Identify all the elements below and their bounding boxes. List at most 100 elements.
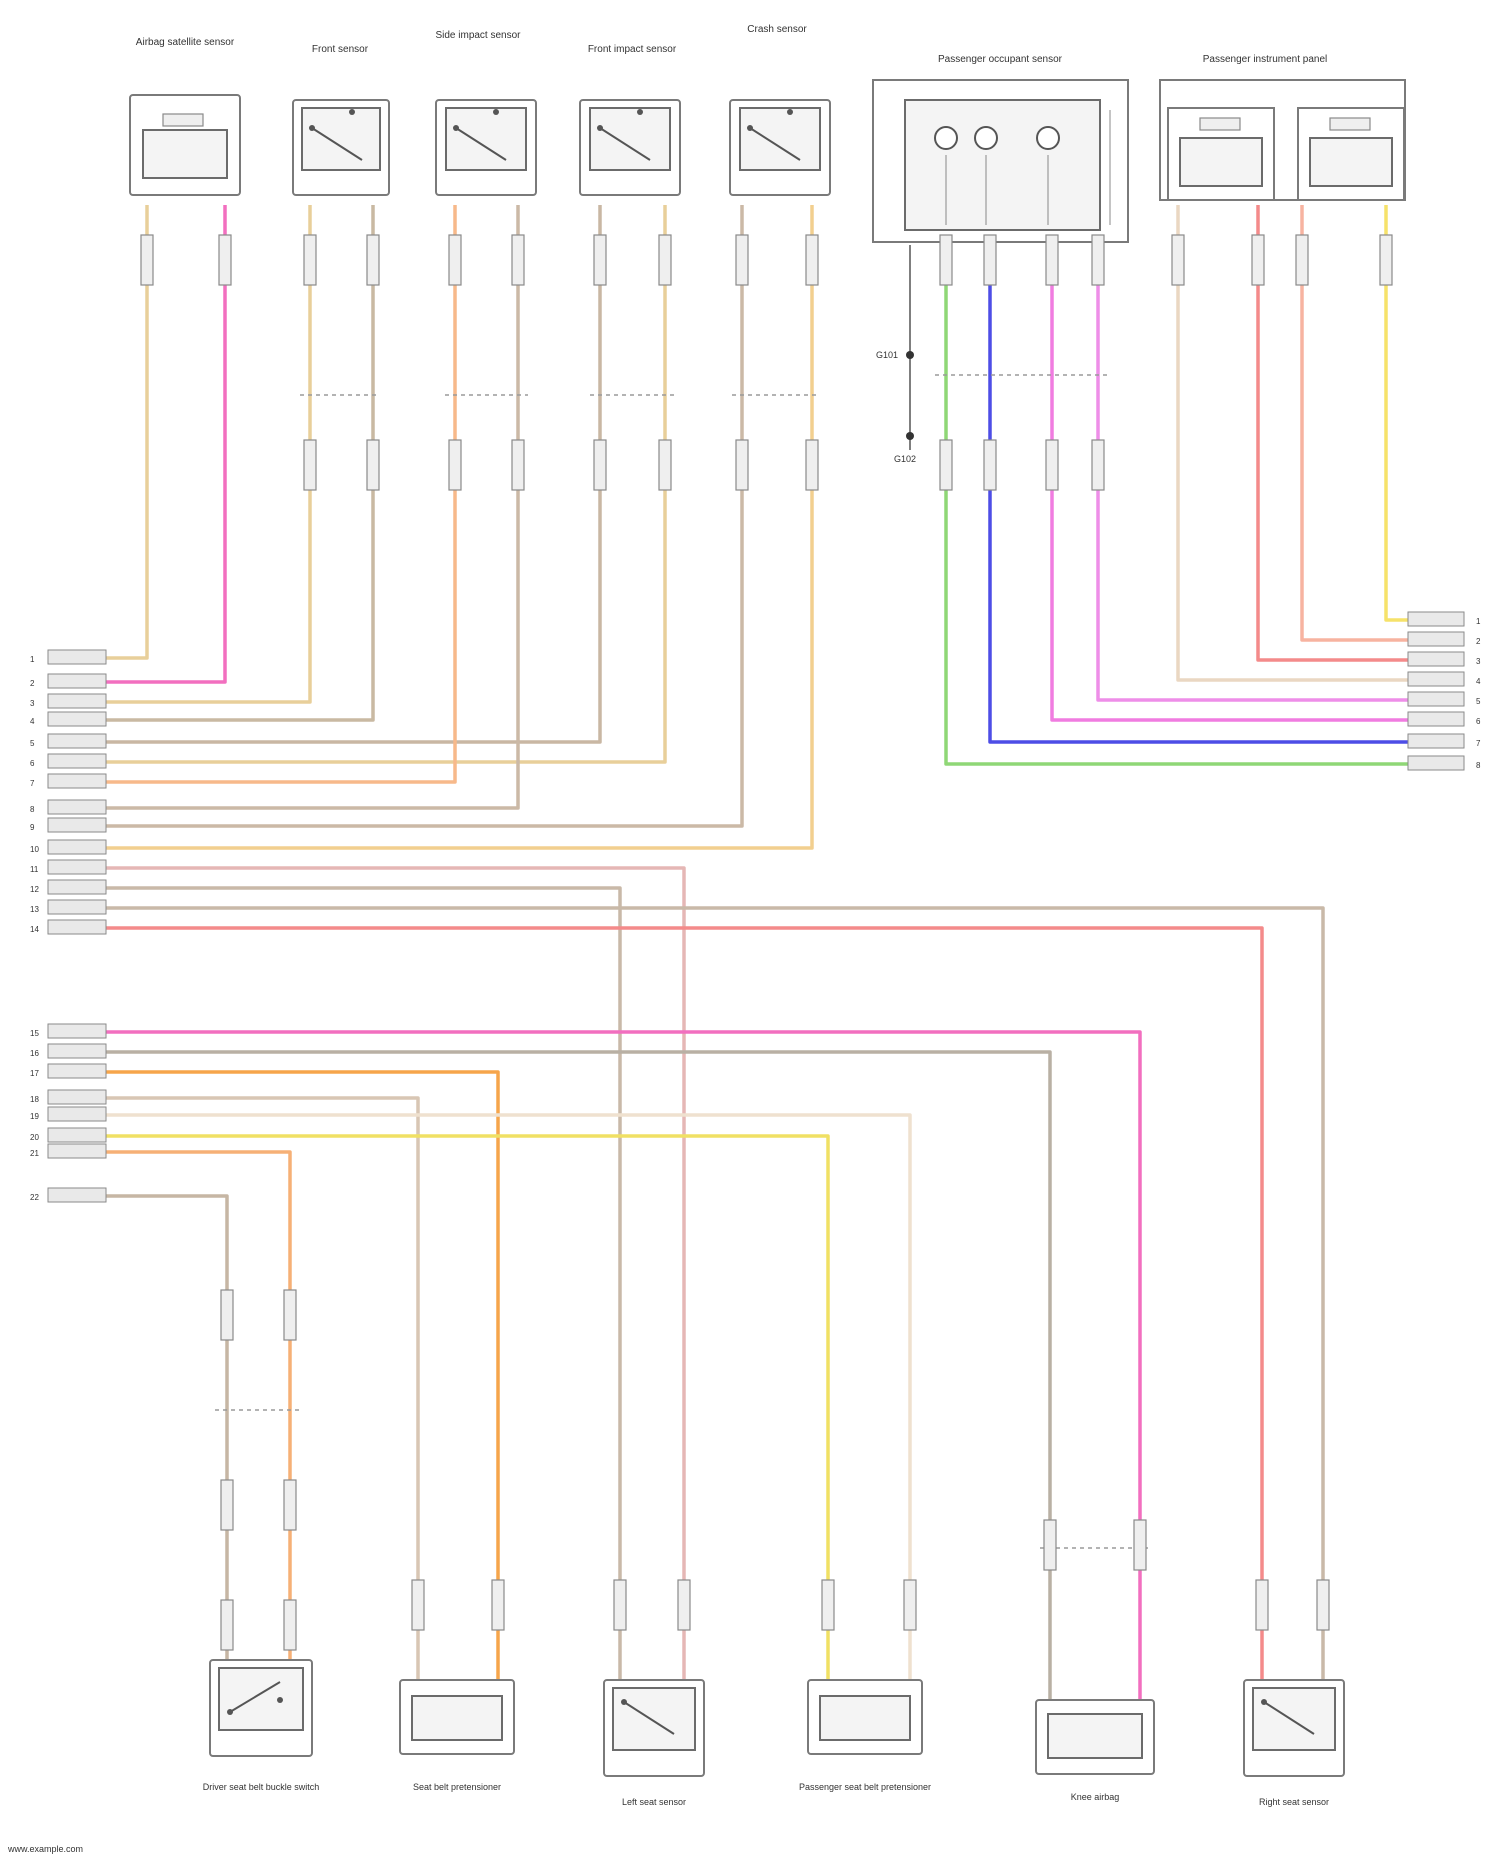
wire-right-7 bbox=[990, 245, 1430, 742]
connector-pin bbox=[48, 840, 106, 854]
wire-tag bbox=[736, 440, 748, 490]
wire-tag bbox=[1134, 1520, 1146, 1570]
connector-pin bbox=[1408, 692, 1464, 706]
pin-number: 2 bbox=[1476, 637, 1481, 646]
connector-pin bbox=[48, 712, 106, 726]
pin-number: 6 bbox=[30, 759, 35, 768]
wire-pin-11 bbox=[92, 868, 684, 1700]
passenger-dash-module: Passenger instrument panel bbox=[1160, 54, 1405, 200]
connector-pin bbox=[48, 1128, 106, 1142]
wire-pin-10 bbox=[92, 205, 812, 848]
bottom-component-label: Driver seat belt buckle switch bbox=[203, 1782, 320, 1792]
wire-tag bbox=[1046, 440, 1058, 490]
connector-pin bbox=[48, 1144, 106, 1158]
pin-number: 4 bbox=[1476, 677, 1481, 686]
pin-number: 22 bbox=[30, 1193, 39, 1202]
connector-pin bbox=[1408, 632, 1464, 646]
connector-pin bbox=[48, 774, 106, 788]
connector-pin bbox=[48, 694, 106, 708]
wire-tag bbox=[806, 235, 818, 285]
bottom-component-label: Seat belt pretensioner bbox=[413, 1782, 501, 1792]
wire-tag bbox=[940, 440, 952, 490]
wire-tag bbox=[1092, 440, 1104, 490]
wire-tag bbox=[806, 440, 818, 490]
pin-number: 10 bbox=[30, 845, 39, 854]
wire-tag bbox=[904, 1580, 916, 1630]
wire-tag bbox=[1046, 235, 1058, 285]
wire-tag bbox=[984, 440, 996, 490]
wire-tag bbox=[1380, 235, 1392, 285]
wire-pin-22 bbox=[92, 1196, 227, 1660]
wire-tag bbox=[594, 235, 606, 285]
occupant-module-title: Passenger occupant sensor bbox=[938, 54, 1063, 65]
pin-number: 1 bbox=[30, 655, 35, 664]
wire-tag bbox=[1252, 235, 1264, 285]
bottom-component-label: Passenger seat belt pretensioner bbox=[799, 1782, 931, 1792]
front-impact-sensor bbox=[580, 100, 680, 195]
wire-tag bbox=[1256, 1580, 1268, 1630]
pin-number: 3 bbox=[30, 699, 35, 708]
wire-tag bbox=[822, 1580, 834, 1630]
wire-tag bbox=[221, 1480, 233, 1530]
pin-number: 7 bbox=[30, 779, 35, 788]
connector-pin bbox=[1408, 672, 1464, 686]
pin-number: 14 bbox=[30, 925, 39, 934]
top-component-label: Front impact sensor bbox=[588, 44, 677, 55]
wire-tag bbox=[614, 1580, 626, 1630]
wire-tag bbox=[412, 1580, 424, 1630]
wire-pin-3 bbox=[92, 205, 310, 702]
connector-pin bbox=[48, 920, 106, 934]
side-impact-sensor bbox=[436, 100, 536, 195]
connector-pin bbox=[48, 1024, 106, 1038]
wire-tag bbox=[1092, 235, 1104, 285]
connector-pin bbox=[48, 1064, 106, 1078]
connector-pin bbox=[1408, 756, 1464, 770]
top-component-labels: Airbag satellite sensor Front sensor Sid… bbox=[136, 24, 808, 55]
pin-number: 20 bbox=[30, 1133, 39, 1142]
wire-pin-20 bbox=[92, 1136, 828, 1700]
wire-tag bbox=[449, 440, 461, 490]
pin-number: 9 bbox=[30, 823, 35, 832]
connector-pin bbox=[48, 900, 106, 914]
wire-tag bbox=[736, 235, 748, 285]
wire-tag bbox=[221, 1600, 233, 1650]
pin-number: 4 bbox=[30, 717, 35, 726]
wire-tag bbox=[284, 1600, 296, 1650]
wire-tag bbox=[221, 1290, 233, 1340]
wire-pin-14 bbox=[92, 928, 1262, 1700]
wire-pin-9 bbox=[92, 205, 742, 826]
wire-tag bbox=[492, 1580, 504, 1630]
connector-pin bbox=[48, 754, 106, 768]
wire-tag bbox=[367, 235, 379, 285]
ground-label: G101 bbox=[876, 350, 898, 360]
connector-pin bbox=[48, 1090, 106, 1104]
pin-number: 13 bbox=[30, 905, 39, 914]
connector-pin bbox=[48, 880, 106, 894]
dash-module-title: Passenger instrument panel bbox=[1203, 54, 1328, 65]
pin-number: 5 bbox=[1476, 697, 1481, 706]
bottom-component-label: Right seat sensor bbox=[1259, 1797, 1329, 1807]
wire-pin-4 bbox=[92, 205, 373, 720]
satellite-sensor-module bbox=[130, 95, 240, 195]
wire-tag bbox=[219, 235, 231, 285]
wire-tag bbox=[1296, 235, 1308, 285]
pin-number: 6 bbox=[1476, 717, 1481, 726]
connector-pin bbox=[1408, 734, 1464, 748]
crash-sensor bbox=[730, 100, 830, 195]
right-seat-sensor bbox=[1244, 1680, 1344, 1776]
bottom-component-labels: Driver seat belt buckle switch Seat belt… bbox=[203, 1782, 1329, 1807]
wire-right-2 bbox=[1302, 205, 1430, 640]
knee-airbag bbox=[1036, 1700, 1154, 1774]
wire-tag bbox=[512, 235, 524, 285]
wire-pin-18 bbox=[92, 1098, 418, 1700]
connector-pin bbox=[48, 1188, 106, 1202]
wire-tag bbox=[1317, 1580, 1329, 1630]
wire-tag bbox=[304, 235, 316, 285]
pin-number: 7 bbox=[1476, 739, 1481, 748]
wire-tag bbox=[512, 440, 524, 490]
wire-pin-12 bbox=[92, 888, 620, 1700]
pin-number: 18 bbox=[30, 1095, 39, 1104]
front-sensor bbox=[293, 100, 389, 195]
